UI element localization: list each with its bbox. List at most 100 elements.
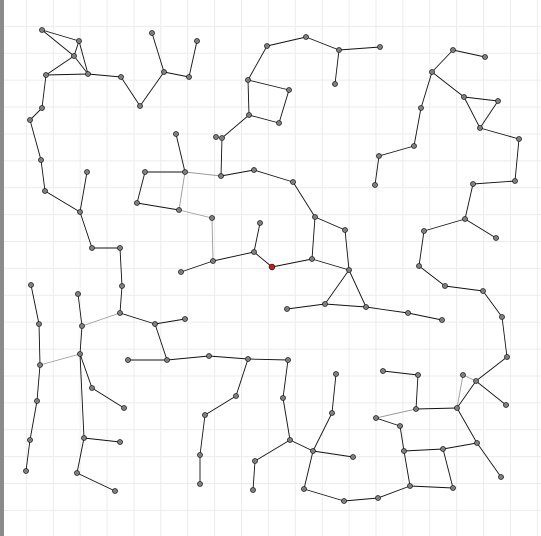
- graph-node[interactable]: [312, 214, 318, 220]
- graph-node[interactable]: [182, 316, 188, 322]
- graph-node[interactable]: [89, 245, 95, 251]
- graph-node[interactable]: [149, 30, 155, 36]
- graph-node[interactable]: [27, 117, 33, 123]
- graph-node[interactable]: [440, 446, 446, 452]
- graph-node[interactable]: [152, 321, 158, 327]
- graph-node[interactable]: [23, 468, 29, 474]
- graph-node[interactable]: [176, 207, 182, 213]
- graph-node[interactable]: [332, 81, 338, 87]
- graph-node[interactable]: [245, 77, 251, 83]
- graph-node[interactable]: [376, 153, 382, 159]
- graph-node[interactable]: [499, 314, 505, 320]
- graph-node[interactable]: [142, 169, 148, 175]
- graph-node[interactable]: [245, 356, 251, 362]
- graph-node[interactable]: [516, 136, 522, 142]
- graph-node[interactable]: [350, 454, 356, 460]
- graph-node[interactable]: [76, 38, 82, 44]
- graph-node[interactable]: [407, 483, 413, 489]
- graph-node[interactable]: [89, 385, 95, 391]
- graph-node[interactable]: [38, 157, 44, 163]
- graph-node[interactable]: [473, 378, 479, 384]
- graph-node[interactable]: [202, 412, 208, 418]
- graph-node[interactable]: [81, 435, 87, 441]
- graph-node[interactable]: [219, 135, 225, 141]
- graph-node[interactable]: [429, 69, 435, 75]
- graph-node[interactable]: [450, 485, 456, 491]
- graph-node[interactable]: [197, 481, 203, 487]
- graph-node[interactable]: [380, 368, 386, 374]
- graph-node[interactable]: [480, 288, 486, 294]
- graph-node[interactable]: [194, 38, 200, 44]
- graph-node[interactable]: [454, 405, 460, 411]
- graph-node[interactable]: [121, 405, 127, 411]
- graph-node-highlighted[interactable]: [268, 263, 276, 271]
- graph-node[interactable]: [125, 357, 131, 363]
- graph-node[interactable]: [286, 87, 292, 93]
- graph-node[interactable]: [178, 269, 184, 275]
- graph-node[interactable]: [341, 498, 347, 504]
- graph-node[interactable]: [251, 167, 257, 173]
- graph-node[interactable]: [421, 228, 427, 234]
- graph-node[interactable]: [252, 458, 258, 464]
- graph-node[interactable]: [493, 235, 499, 241]
- graph-node[interactable]: [210, 258, 216, 264]
- graph-node[interactable]: [301, 486, 307, 492]
- graph-node[interactable]: [309, 256, 315, 262]
- graph-node[interactable]: [28, 282, 34, 288]
- graph-node[interactable]: [119, 283, 125, 289]
- graph-node[interactable]: [246, 112, 252, 118]
- graph-node[interactable]: [36, 321, 42, 327]
- graph-node[interactable]: [75, 291, 81, 297]
- graph-node[interactable]: [342, 227, 348, 233]
- graph-node[interactable]: [280, 395, 286, 401]
- graph-node[interactable]: [498, 474, 504, 480]
- graph-node[interactable]: [276, 120, 282, 126]
- graph-node[interactable]: [84, 169, 90, 175]
- graph-node[interactable]: [71, 53, 77, 59]
- graph-node[interactable]: [418, 105, 424, 111]
- graph-node[interactable]: [287, 437, 293, 443]
- graph-node[interactable]: [329, 410, 335, 416]
- graph-node[interactable]: [206, 353, 212, 359]
- graph-node[interactable]: [450, 47, 456, 53]
- graph-node[interactable]: [460, 372, 466, 378]
- graph-node[interactable]: [186, 74, 192, 80]
- graph-node[interactable]: [251, 249, 257, 255]
- graph-node[interactable]: [495, 98, 501, 104]
- graph-node[interactable]: [377, 44, 383, 50]
- graph-node[interactable]: [209, 215, 215, 221]
- graph-node[interactable]: [250, 487, 256, 493]
- graph-node[interactable]: [37, 362, 43, 368]
- graph-node[interactable]: [474, 440, 480, 446]
- graph-node[interactable]: [336, 47, 342, 53]
- graph-node[interactable]: [470, 181, 476, 187]
- graph-node[interactable]: [405, 310, 411, 316]
- graph-node[interactable]: [164, 357, 170, 363]
- graph-node[interactable]: [290, 179, 296, 185]
- graph-node[interactable]: [322, 301, 328, 307]
- graph-node[interactable]: [503, 402, 509, 408]
- graph-node[interactable]: [213, 134, 219, 140]
- graph-node[interactable]: [346, 267, 352, 273]
- graph-node[interactable]: [461, 94, 467, 100]
- graph-node[interactable]: [397, 423, 403, 429]
- graph-node[interactable]: [39, 27, 45, 33]
- graph-node[interactable]: [372, 182, 378, 188]
- graph-node[interactable]: [34, 398, 40, 404]
- graph-node[interactable]: [42, 188, 48, 194]
- graph-node[interactable]: [375, 495, 381, 501]
- graph-node[interactable]: [117, 310, 123, 316]
- graph-node[interactable]: [416, 263, 422, 269]
- graph-node[interactable]: [117, 245, 123, 251]
- graph-node[interactable]: [504, 354, 510, 360]
- graph-node[interactable]: [173, 131, 179, 137]
- graph-node[interactable]: [161, 69, 167, 75]
- graph-node[interactable]: [264, 43, 270, 49]
- graph-node[interactable]: [462, 216, 468, 222]
- graph-node[interactable]: [310, 448, 316, 454]
- graph-node[interactable]: [43, 72, 49, 78]
- graph-node[interactable]: [77, 209, 83, 215]
- graph-node[interactable]: [79, 323, 85, 329]
- graph-node[interactable]: [442, 283, 448, 289]
